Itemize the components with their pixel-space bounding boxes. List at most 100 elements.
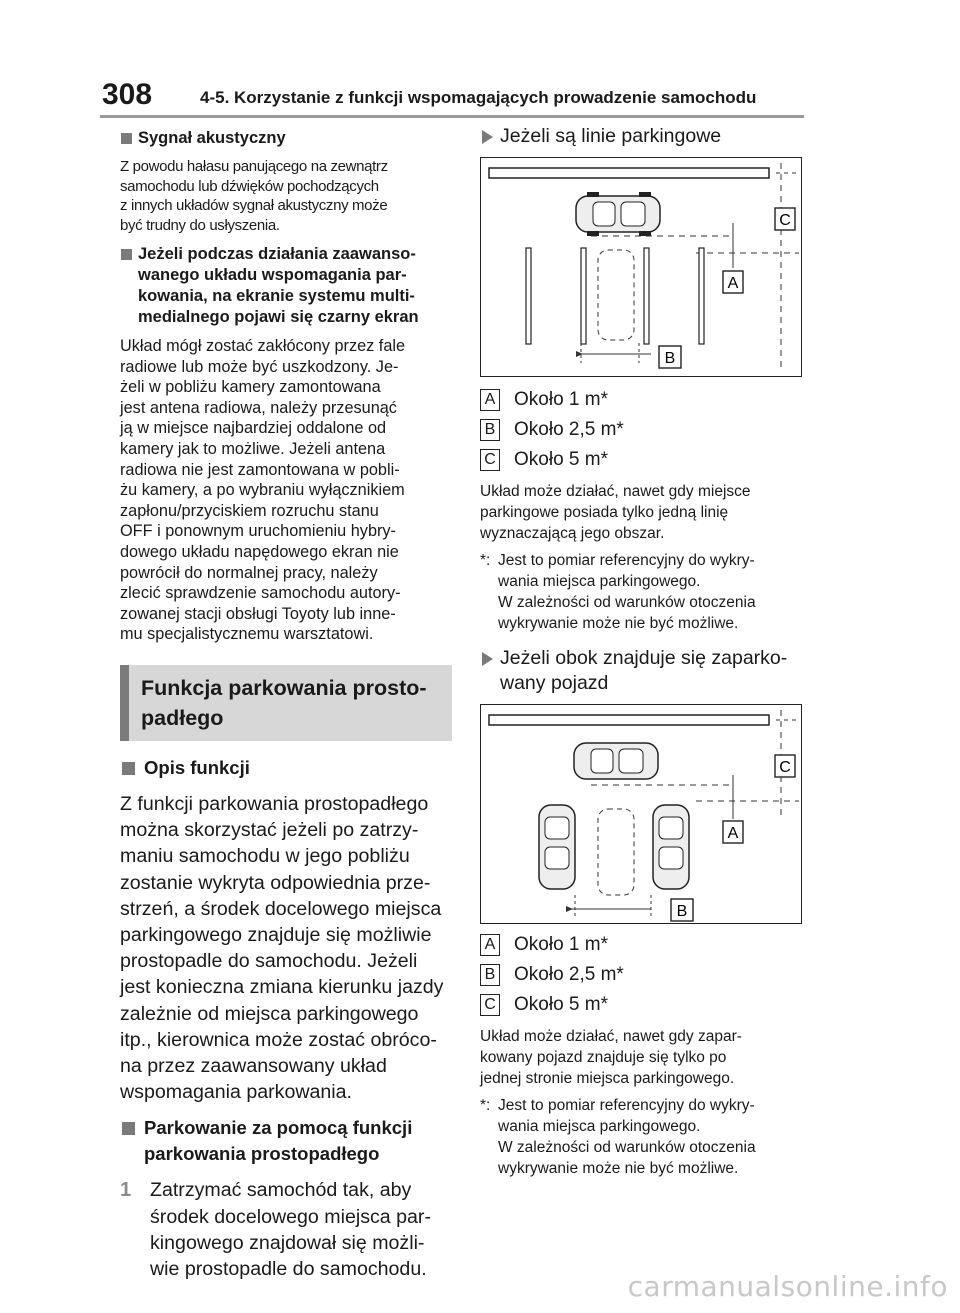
page-number: 308 [102,78,153,111]
wall-bar [488,714,770,726]
text-line: powrócił do normalnej pracy, należy [120,563,378,582]
case1-note: Układ może działać, nawet gdy miejsce pa… [480,481,804,544]
text-line: Zatrzymać samochód tak, aby [150,1179,412,1202]
legend-row: B Około 2,5 m* [480,960,804,990]
wall-bar [488,167,770,179]
black-screen-paragraph: Układ mógł zostać zakłócony przez fale r… [120,336,452,645]
section-title-line: Funkcja parkowania prosto- [141,675,427,700]
text-line: z innych układów sygnał akustyczny może [120,197,388,214]
case2-footnote: *:Jest to pomiar referencyjny do wykry- … [480,1095,804,1179]
subhead-sygnal-text: Sygnał akustyczny [138,129,286,147]
legend-key: A [480,389,500,411]
legend-key: A [480,934,500,956]
opis-paragraph: Z funkcji parkowania prostopadłego można… [120,791,452,1105]
text-line: OFF i ponownym uruchomieniu hybry- [120,522,396,541]
text-line: kowania, na ekranie systemu multi- [138,287,415,305]
text-line: środek docelowego miejsca par- [150,1205,431,1228]
square-bullet-icon [121,249,132,260]
case1-heading-text: Jeżeli są linie parkingowe [500,125,722,147]
subhead-sygnal: Sygnał akustyczny [120,128,452,149]
subhead-black-screen: Jeżeli podczas działania zaawanso- waneg… [120,244,452,328]
legend-text: Około 1 m* [514,934,608,955]
legend-text: Około 2,5 m* [514,419,624,440]
legend-row: B Około 2,5 m* [480,415,804,445]
text-line: kingowego znajdował się możli- [150,1231,425,1254]
text-line: W zależności od warunków otoczenia [498,594,756,611]
label-b: B [677,903,688,920]
step-number: 1 [120,1179,132,1202]
label-b: B [665,350,676,367]
text-line: samochodu lub dźwięków pochodzących [120,177,379,195]
text-line: być trudny do usłyszenia. [120,216,280,234]
text-line: można skorzystać jeżeli po zatrzy- [120,819,419,842]
car-topview-icon [573,742,659,780]
text-line: parkingowego znajduje się możliwie [120,923,432,946]
text-line: wspomagania parkowania. [120,1081,352,1104]
text-line: ją w miejsce najbardziej oddalone od [120,419,387,438]
text-line: W zależności od warunków otoczenia [498,1139,756,1156]
text-line: parkowania prostopadłego [144,1143,380,1165]
left-column: Sygnał akustyczny Z powodu hałasu panują… [120,128,452,1282]
label-box-c [774,207,796,231]
text-line: zlecić sprawdzenie samochodu autory- [120,584,401,603]
diagram-parking-lines: C A B [480,157,802,377]
legend-text: Około 5 m* [514,449,608,470]
diagram-lines-svg: C A B [488,163,799,369]
parked-car-right-icon [652,804,690,890]
chapter-title: 4-5. Korzystanie z funkcji wspomagającyc… [200,88,757,107]
subhead-opis-text: Opis funkcji [144,756,250,778]
text-line: maniu samochodu w jego pobliżu [120,845,410,868]
text-line: Jeżeli obok znajduje się zaparko- [500,647,788,669]
legend-text: Około 1 m* [514,389,608,410]
text-line: jest antena radiowa, należy przesunąć [120,398,397,417]
parking-line [525,247,532,345]
text-line: Układ może działać, nawet gdy zapar- [480,1028,742,1045]
footnote-star: *: [480,552,491,569]
section-heading-box: Funkcja parkowania prosto- padłego [120,664,452,741]
text-line: radiowa nie jest zamontowana w pobli- [120,460,400,479]
label-box-b [658,345,682,369]
text-line: wania miejsca parkingowego. [498,1118,701,1135]
label-box-a [722,270,744,294]
sygnal-paragraph: Z powodu hałasu panującego na zewnątrz s… [120,157,452,235]
footnote-star: *: [480,1097,491,1114]
square-bullet-icon [121,133,132,144]
triangle-bullet-icon [482,130,493,144]
parked-car-left-icon [538,804,576,890]
text-line: Układ mógł zostać zakłócony przez fale [120,337,406,355]
text-line: Jest to pomiar referencyjny do wykry- [498,1097,755,1114]
text-line: prostopadle do samochodu. Jeżeli [120,950,418,973]
text-line: Jeżeli podczas działania zaawanso- [138,245,416,263]
target-spot [597,249,635,341]
subhead-parkowanie: Parkowanie za pomocą funkcji parkowania … [120,1115,452,1167]
label-c: C [779,759,791,776]
legend-key: B [480,419,500,441]
text-line: itp., kierownica może zostać obróco- [120,1028,437,1051]
legend-text: Około 5 m* [514,994,608,1015]
target-spot [597,808,635,896]
subhead-opis: Opis funkcji [120,755,452,781]
right-column: Jeżeli są linie parkingowe [480,124,804,1179]
text-line: jest konieczna zmiana kierunku jazdy [120,976,444,999]
triangle-bullet-icon [482,652,493,666]
text-line: wykrywanie może nie być możliwe. [498,1160,739,1177]
text-line: Z funkcji parkowania prostopadłego [120,792,429,815]
text-line: wania miejsca parkingowego. [498,573,701,590]
section-title-line: padłego [141,705,224,730]
text-line: dowego układu napędowego ekran nie [120,542,399,561]
text-line: na przez zaawansowany układ [120,1054,387,1077]
text-line: strzeń, a środek docelowego miejsca [120,897,442,920]
car-topview-icon [575,192,661,236]
case1-footnote: *:Jest to pomiar referencyjny do wykry- … [480,550,804,634]
legend-key: C [480,994,500,1016]
text-line: Z powodu hałasu panującego na zewnątrz [120,158,388,175]
label-a: A [728,825,739,842]
case1-heading: Jeżeli są linie parkingowe [480,124,804,149]
text-line: medialnego pojawi się czarny ekran [138,308,419,326]
legend-row: A Około 1 m* [480,385,804,415]
text-line: kamery jak to możliwe. Jeżeli antena [120,439,386,458]
text-line: zależnie od miejsca parkingowego [120,1002,419,1025]
text-line: zowanej stacji obsługi Toyoty lub inne- [120,604,396,623]
diagram-cars-svg: C A B [488,710,799,922]
text-line: wykrywanie może nie być możliwe. [498,615,739,632]
